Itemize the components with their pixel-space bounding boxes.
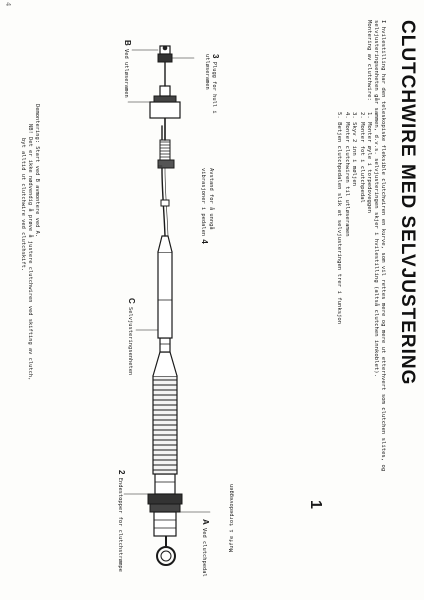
label-3: 3 Plugg for hull i utløseramen xyxy=(203,54,220,118)
corner-mark: 4 xyxy=(4,2,12,7)
label-3-text: Plugg for hull i utløseramen xyxy=(204,54,217,114)
release-arm-housing xyxy=(149,101,181,119)
label-4-text: Avstand for å unngå vibrasjoner i pedale… xyxy=(200,168,214,237)
label-c-text: Selvjusteringsenheten xyxy=(127,307,133,376)
nb-line-1: NB! Det er ikke nødvendig å prøve å just… xyxy=(27,124,33,381)
muffe-label-text: Muffe i torpedoveggen xyxy=(229,484,236,553)
label-4-number: 4 xyxy=(200,239,210,244)
nb-line-2: byt alltid ut clutchwire ved clutchskift… xyxy=(20,138,26,272)
label-c: C Selvjusteringsenheten xyxy=(126,298,136,376)
label-2-number: 2 xyxy=(117,470,126,475)
muffe-flange xyxy=(149,503,181,513)
locknut xyxy=(157,159,175,169)
label-b-letter: B xyxy=(123,40,132,46)
demontering-notes: Demontering: Start ved B avmontere ved A… xyxy=(19,104,40,380)
pedal-eye-ring xyxy=(156,546,176,566)
label-3-number: 3 xyxy=(211,54,220,59)
label-a-text: Ved clutchpedal xyxy=(201,528,207,577)
label-4: Avstand for å unngå vibrasjoner i pedale… xyxy=(199,168,214,258)
label-b: B Ved utløseramen xyxy=(122,40,132,98)
self-adjusting-unit xyxy=(157,251,173,339)
label-b-text: Ved utløseramen xyxy=(123,49,129,98)
label-a: A Ved clutchpedal xyxy=(200,519,210,577)
endestopper-flange xyxy=(147,493,183,505)
demontering-line: Demontering: Start ved B avmontere ved A… xyxy=(34,104,40,238)
release-arm-plug xyxy=(157,53,173,63)
flexible-wire xyxy=(161,125,166,237)
label-2-text: Endestopper for clutchstrømpe xyxy=(117,477,123,572)
muffe-label: Muffe i torpedoveggen xyxy=(229,484,236,552)
label-c-letter: C xyxy=(127,298,136,304)
label-2: 2 Endestopper for clutchstrømpe xyxy=(116,470,126,572)
label-a-letter: A xyxy=(201,519,210,525)
